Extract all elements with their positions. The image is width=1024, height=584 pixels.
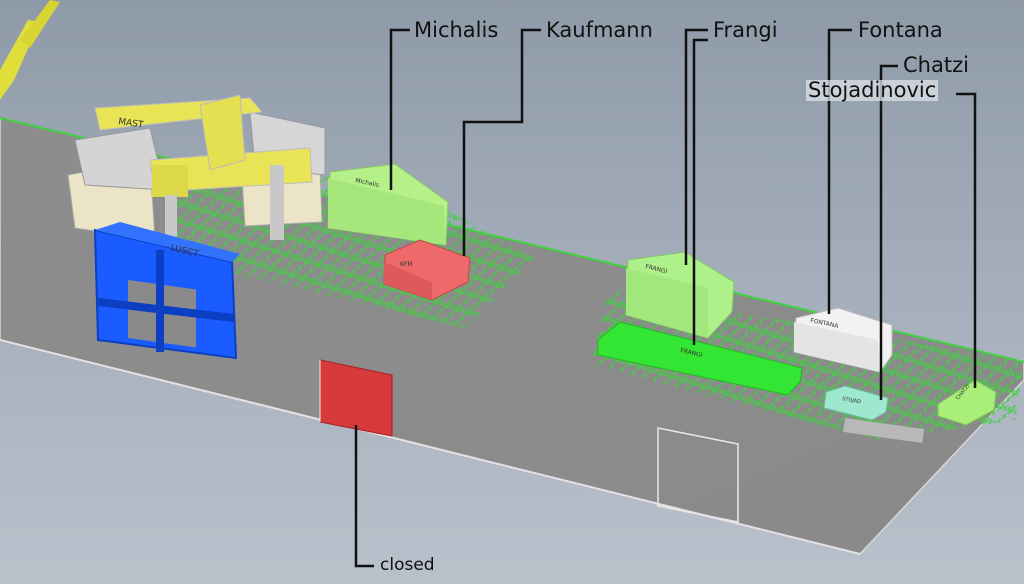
callout-leaders	[354, 28, 977, 568]
door-closed	[319, 359, 393, 437]
callout-fontana: Fontana	[858, 18, 943, 42]
stojadinovic-box-label: STOJAD	[842, 396, 862, 405]
callout-frangi: Frangi	[713, 18, 778, 42]
callout-stojadinovic: Stojadinovic	[806, 78, 939, 102]
kaufmann-box: KFM	[383, 239, 471, 301]
mast-structure: MAST	[67, 94, 326, 241]
fontana-box: FONTANA	[793, 307, 893, 373]
stojadinovic-box: STOJAD	[823, 385, 925, 443]
michalis-box: Michalis	[327, 163, 449, 246]
michalis-box-label: Michalis	[355, 177, 380, 189]
door-open	[657, 427, 739, 523]
frangi-bar: FRANGI	[597, 321, 803, 396]
frangi-box: FRANGI	[625, 251, 735, 339]
callout-chatzi: Chatzi	[903, 53, 969, 77]
mast-label: MAST	[118, 117, 145, 130]
callout-kaufmann: Kaufmann	[546, 18, 653, 42]
frangi-bar-label: FRANGI	[680, 347, 704, 359]
callout-closed: closed	[380, 555, 435, 575]
kaufmann-box-label: KFM	[400, 261, 413, 268]
callout-michalis: Michalis	[414, 18, 499, 42]
lusct-frame: LUSCT	[93, 222, 240, 360]
crane-arm	[0, 0, 60, 100]
